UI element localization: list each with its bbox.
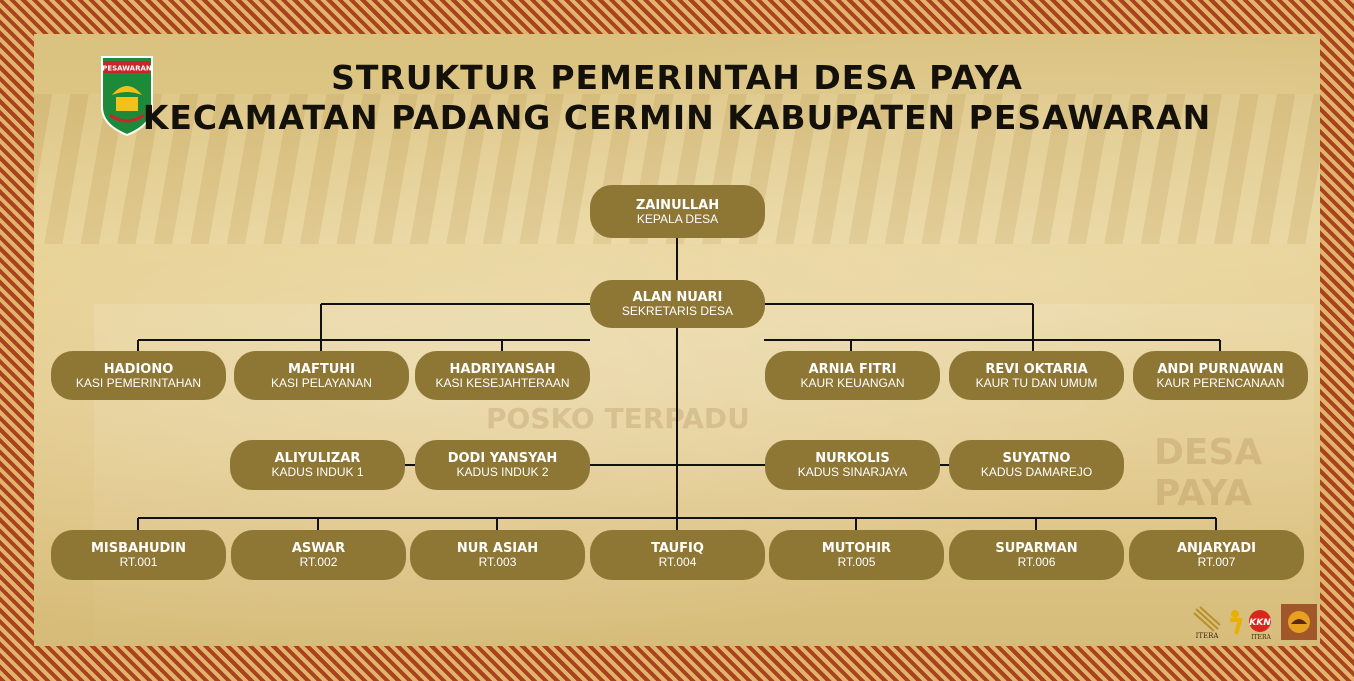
node-rt-001: MISBAHUDIN RT.001: [51, 530, 226, 580]
node-sekretaris-desa: ALAN NUARI SEKRETARIS DESA: [590, 280, 765, 328]
node-name: ALAN NUARI: [632, 290, 723, 305]
node-role: KADUS DAMAREJO: [980, 465, 1093, 479]
node-role: KASI PELAYANAN: [271, 375, 372, 390]
title-line-1: STRUKTUR PEMERINTAH DESA PAYA: [331, 58, 1023, 97]
node-role: KAUR KEUANGAN: [800, 375, 905, 390]
node-rt-007: ANJARYADI RT.007: [1129, 530, 1304, 580]
node-rt-002: ASWAR RT.002: [231, 530, 406, 580]
node-role: KAUR TU DAN UMUM: [975, 375, 1098, 390]
node-role: RT.001: [119, 555, 158, 569]
node-name: ANDI PURNAWAN: [1157, 361, 1284, 377]
node-kadus-damarejo: SUYATNO KADUS DAMAREJO: [949, 440, 1124, 490]
node-role: RT.005: [837, 555, 876, 569]
node-role: RT.003: [478, 555, 517, 569]
logo-label: PESAWARAN: [102, 65, 152, 73]
node-kasi-pelayanan: MAFTUHI KASI PELAYANAN: [234, 351, 409, 400]
node-name: REVI OKTARIA: [985, 361, 1088, 377]
node-kaur-perencanaan: ANDI PURNAWAN KAUR PERENCANAAN: [1133, 351, 1308, 400]
node-kasi-kesejahteraan: HADRIYANSAH KASI KESEJAHTERAAN: [415, 351, 590, 400]
node-name: TAUFIQ: [651, 541, 704, 556]
node-name: SUPARMAN: [995, 541, 1078, 556]
node-role: SEKRETARIS DESA: [621, 304, 734, 318]
page-title: STRUKTUR PEMERINTAH DESA PAYA KECAMATAN …: [0, 58, 1354, 138]
node-name: ALIYULIZAR: [274, 451, 361, 466]
node-kadus-induk-1: ALIYULIZAR KADUS INDUK 1: [230, 440, 405, 490]
node-role: RT.006: [1017, 555, 1056, 569]
node-rt-003: NUR ASIAH RT.003: [410, 530, 585, 580]
node-role: RT.004: [658, 555, 697, 569]
node-name: ZAINULLAH: [635, 197, 720, 213]
node-name: ARNIA FITRI: [808, 361, 897, 377]
node-role: RT.002: [299, 555, 338, 569]
node-role: KAUR PERENCANAAN: [1156, 375, 1285, 390]
node-name: MISBAHUDIN: [90, 541, 187, 556]
itera-logo: ITERA: [1193, 606, 1221, 640]
kkn-itera-text: ITERA: [1251, 634, 1271, 641]
node-rt-004: TAUFIQ RT.004: [590, 530, 765, 580]
node-rt-005: MUTOHIR RT.005: [769, 530, 944, 580]
node-name: DODI YANSYAH: [447, 451, 558, 466]
node-kadus-induk-2: DODI YANSYAH KADUS INDUK 2: [415, 440, 590, 490]
node-name: MUTOHIR: [821, 541, 892, 556]
node-kaur-tu-umum: REVI OKTARIA KAUR TU DAN UMUM: [949, 351, 1124, 400]
node-kasi-pemerintahan: HADIONO KASI PEMERINTAHAN: [51, 351, 226, 400]
background-sign-posko: POSKO TERPADU: [486, 402, 750, 435]
pesawaran-logo: PESAWARAN: [101, 56, 153, 137]
node-name: ASWAR: [291, 541, 346, 556]
node-name: HADIONO: [103, 361, 174, 377]
node-name: ANJARYADI: [1177, 541, 1256, 556]
itera-logo-text: ITERA: [1196, 632, 1220, 640]
node-role: KADUS INDUK 1: [271, 465, 364, 479]
node-kepala-desa: ZAINULLAH KEPALA DESA: [590, 185, 765, 238]
node-kaur-keuangan: ARNIA FITRI KAUR KEUANGAN: [765, 351, 940, 400]
node-name: NURKOLIS: [815, 451, 890, 466]
node-name: HADRIYANSAH: [449, 361, 556, 377]
background-sign-desa: DESA PAYA: [1154, 432, 1263, 514]
node-role: KADUS INDUK 2: [456, 465, 549, 479]
node-rt-006: SUPARMAN RT.006: [949, 530, 1124, 580]
node-role: KASI PEMERINTAHAN: [75, 375, 202, 390]
node-name: SUYATNO: [1002, 451, 1071, 466]
node-role: KASI KESEJAHTERAAN: [435, 375, 570, 390]
node-kadus-sinarjaya: NURKOLIS KADUS SINARJAYA: [765, 440, 940, 490]
node-name: MAFTUHI: [287, 361, 356, 377]
title-line-2: KECAMATAN PADANG CERMIN KABUPATEN PESAWA…: [142, 98, 1212, 137]
kkn-logo: KKN ITERA: [1230, 610, 1271, 641]
node-role: KEPALA DESA: [636, 211, 719, 226]
kkn-logo-text: KKN: [1249, 618, 1271, 628]
node-role: KADUS SINARJAYA: [797, 465, 908, 479]
node-role: RT.007: [1197, 555, 1236, 569]
village-emblem: [1281, 604, 1317, 640]
node-name: NUR ASIAH: [456, 541, 539, 556]
